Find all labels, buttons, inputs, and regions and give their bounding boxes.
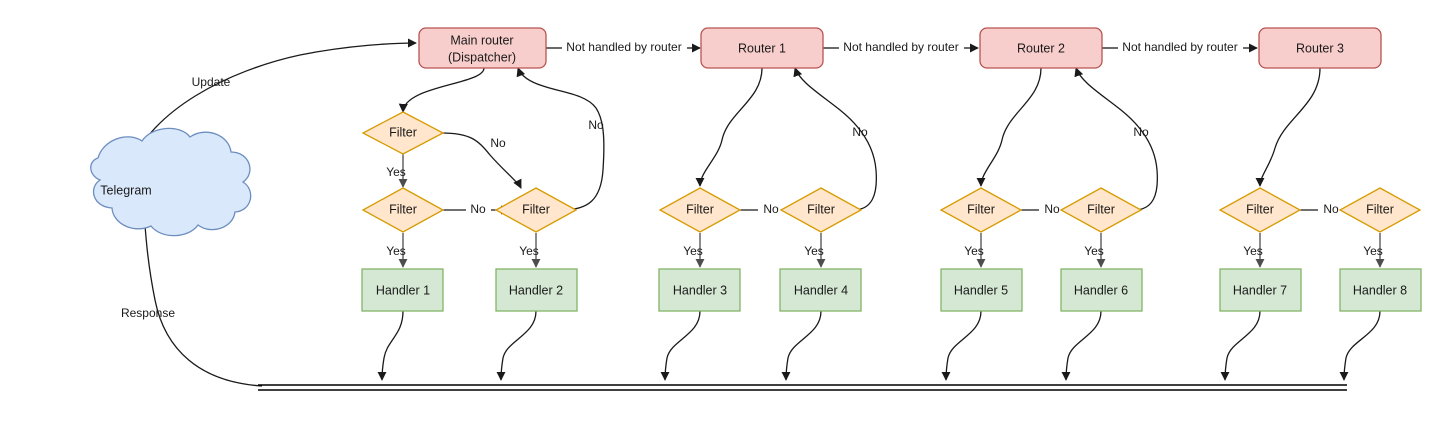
edge-label-not-handled-3: Not handled by router: [1122, 40, 1237, 54]
main-router-label-line1: Main router: [450, 33, 513, 47]
edge-main-to-filter-a: [398, 67, 485, 113]
telegram-label: Telegram: [100, 183, 151, 197]
edge-label-response: Response: [121, 306, 175, 320]
edge-router2-to-filter5: [976, 67, 1042, 187]
edge-label-no-2-return: No: [1133, 125, 1149, 139]
edge-label-no-2: No: [763, 202, 779, 216]
edge-response: [140, 211, 263, 387]
filter-4-label: Filter: [807, 202, 835, 216]
edge-handler8-to-bus: [1339, 310, 1381, 381]
edge-handler2-to-bus: [496, 310, 537, 381]
edge-filter6-no-return: [1074, 67, 1159, 211]
main-router-label-line2: (Dispatcher): [448, 50, 516, 64]
edge-handler3-to-bus: [660, 310, 701, 381]
router-3-node[interactable]: Router 3: [1258, 27, 1382, 69]
filter-a-node[interactable]: Filter: [361, 111, 445, 155]
handler-5-node[interactable]: Handler 5: [940, 268, 1023, 312]
edge-label-no-a: No: [490, 136, 506, 150]
handler-2-node[interactable]: Handler 2: [495, 268, 578, 312]
filter-3-label: Filter: [686, 202, 714, 216]
edge-label-yes-8: Yes: [1363, 244, 1383, 258]
router-1-label: Router 1: [738, 41, 786, 55]
edge-label-yes-4: Yes: [804, 244, 824, 258]
edge-label-no-1: No: [470, 202, 486, 216]
edge-handler6-to-bus: [1061, 310, 1102, 381]
edge-router3-to-filter7: [1255, 67, 1321, 187]
edge-label-yes-6: Yes: [1084, 244, 1104, 258]
edge-label-no-3: No: [1044, 202, 1060, 216]
router-1-node[interactable]: Router 1: [700, 27, 824, 69]
handler-5-label: Handler 5: [954, 283, 1008, 297]
main-router-node[interactable]: Main router (Dispatcher): [418, 27, 547, 69]
handler-8-label: Handler 8: [1353, 283, 1407, 297]
router-2-node[interactable]: Router 2: [979, 27, 1103, 69]
handler-8-node[interactable]: Handler 8: [1339, 268, 1422, 312]
edge-label-yes-7: Yes: [1243, 244, 1263, 258]
handler-6-node[interactable]: Handler 6: [1060, 268, 1143, 312]
edge-label-yes-3: Yes: [683, 244, 703, 258]
edge-label-not-handled-1: Not handled by router: [566, 40, 681, 54]
handler-4-label: Handler 4: [794, 283, 848, 297]
filter-1-node[interactable]: Filter: [361, 187, 445, 233]
edge-filter2-no-return: [516, 67, 605, 211]
filter-a-label: Filter: [389, 125, 417, 139]
edge-label-yes-2: Yes: [519, 244, 539, 258]
telegram-cloud-node[interactable]: Telegram: [90, 127, 252, 237]
handler-1-node[interactable]: Handler 1: [361, 268, 444, 312]
edge-label-not-handled-2: Not handled by router: [843, 40, 958, 54]
filter-2-node[interactable]: Filter: [494, 187, 578, 233]
response-bus: [258, 384, 1347, 391]
filter-3-node[interactable]: Filter: [658, 187, 742, 233]
filter-4-node[interactable]: Filter: [779, 187, 863, 233]
handler-7-node[interactable]: Handler 7: [1219, 268, 1302, 312]
handler-7-label: Handler 7: [1233, 283, 1287, 297]
filter-8-node[interactable]: Filter: [1338, 187, 1422, 233]
router-2-label: Router 2: [1017, 41, 1065, 55]
edge-filter4-no-return: [793, 67, 878, 211]
edge-handler4-to-bus: [781, 310, 822, 381]
edge-label-no-1-return: No: [852, 125, 868, 139]
handler-1-label: Handler 1: [376, 283, 430, 297]
filter-1-label: Filter: [389, 202, 417, 216]
filter-7-node[interactable]: Filter: [1218, 187, 1302, 233]
handler-2-label: Handler 2: [509, 283, 563, 297]
edge-update: [129, 38, 417, 169]
filter-5-label: Filter: [967, 202, 995, 216]
edge-label-yes-1: Yes: [386, 244, 406, 258]
edge-label-no-4: No: [1323, 202, 1339, 216]
edge-label-yes-a: Yes: [386, 165, 406, 179]
filter-5-node[interactable]: Filter: [939, 187, 1023, 233]
edge-router1-to-filter3: [695, 67, 763, 187]
filter-7-label: Filter: [1246, 202, 1274, 216]
filter-2-label: Filter: [522, 202, 550, 216]
edge-handler1-to-bus: [377, 310, 404, 381]
edge-label-no-a-return: No: [588, 118, 604, 132]
edge-label-yes-5: Yes: [964, 244, 984, 258]
edge-filter-a-no: [441, 132, 522, 189]
handler-6-label: Handler 6: [1074, 283, 1128, 297]
handler-3-label: Handler 3: [673, 283, 727, 297]
filter-6-label: Filter: [1087, 202, 1115, 216]
edge-label-update: Update: [192, 75, 231, 89]
edge-handler7-to-bus: [1220, 310, 1261, 381]
handler-4-node[interactable]: Handler 4: [779, 268, 862, 312]
filter-6-node[interactable]: Filter: [1059, 187, 1143, 233]
filter-8-label: Filter: [1366, 202, 1394, 216]
router-3-label: Router 3: [1296, 41, 1344, 55]
edge-handler5-to-bus: [941, 310, 982, 381]
handler-3-node[interactable]: Handler 3: [658, 268, 741, 312]
